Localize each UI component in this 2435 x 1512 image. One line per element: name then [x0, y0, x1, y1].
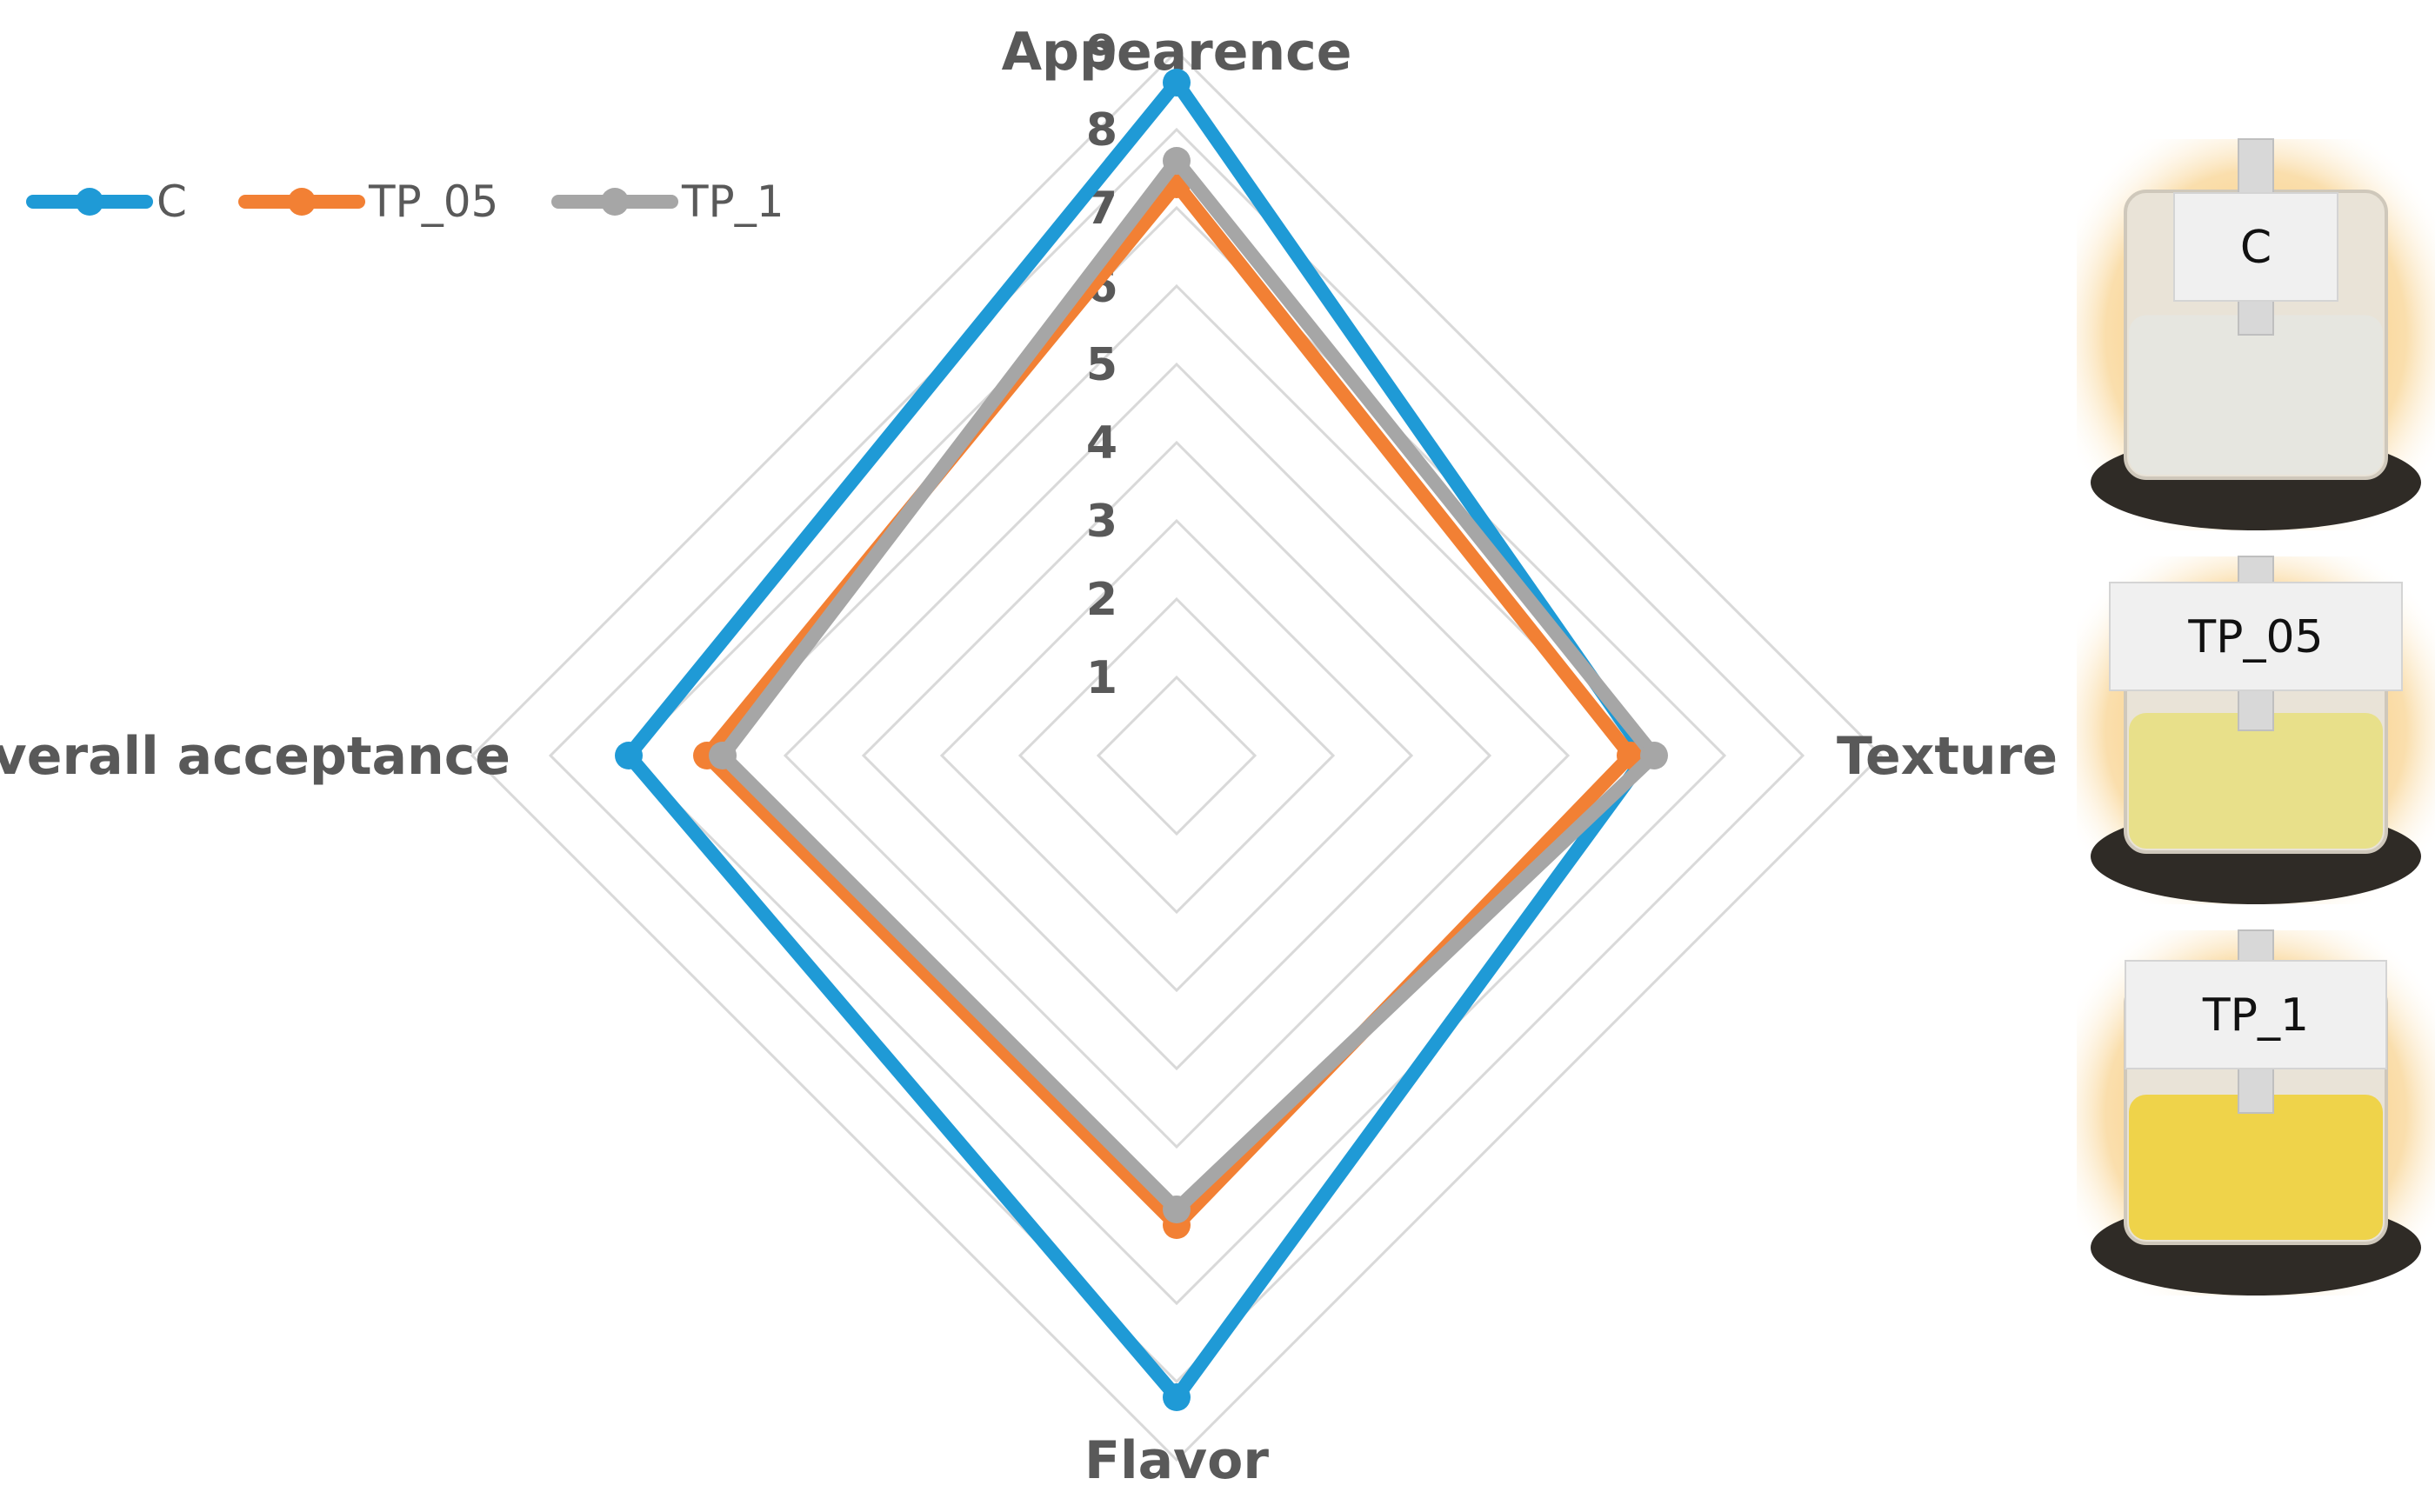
- sample-photo-C: C: [2077, 138, 2435, 530]
- tick-label: 8: [1086, 104, 1117, 157]
- grid-ring-6: [704, 283, 1649, 1228]
- photo-label-box: [2173, 192, 2338, 302]
- legend-marker-TP_1: [601, 188, 629, 216]
- grid-ring-9: [470, 49, 1884, 1462]
- photo-label-box: [2109, 582, 2403, 691]
- photo-label-box: [2125, 960, 2387, 1069]
- data-point-TP_1-1: [1640, 742, 1668, 769]
- tick-label: 3: [1086, 496, 1117, 548]
- beaker-liquid: [2129, 713, 2383, 849]
- grid-ring-3: [939, 518, 1414, 993]
- data-point-C-2: [1163, 1383, 1191, 1411]
- series-line-TP_1: [713, 150, 1664, 1220]
- tick-label: 9: [1086, 26, 1117, 78]
- data-point-C-3: [615, 742, 643, 769]
- data-point-TP_1-2: [1163, 1196, 1191, 1223]
- legend-label-TP_05: TP_05: [368, 177, 498, 227]
- data-point-TP_1-0: [1163, 147, 1191, 175]
- axis-label-1: Texture: [1837, 726, 2058, 787]
- data-point-TP_1-3: [709, 742, 737, 769]
- axis-label-3: Overall acceptance: [0, 726, 510, 787]
- legend-marker-C: [76, 188, 103, 216]
- legend-marker-TP_05: [288, 188, 316, 216]
- series-line-C: [619, 70, 1655, 1409]
- photo-label: C: [2240, 222, 2272, 274]
- tick-label: 5: [1086, 339, 1117, 391]
- grid-ring-1: [1096, 675, 1258, 836]
- radar-grid: [470, 49, 1884, 1462]
- tick-label: 4: [1086, 417, 1117, 470]
- series-line-TP_05: [697, 173, 1640, 1236]
- beaker-liquid: [2129, 315, 2383, 475]
- tick-label: 2: [1086, 574, 1117, 626]
- axis-label-2: Flavor: [1084, 1430, 1269, 1491]
- sample-photo-TP_1: TP_1: [2077, 929, 2435, 1296]
- photo-label: TP_1: [2202, 989, 2309, 1042]
- beaker-liquid: [2129, 1095, 2383, 1240]
- photo-label: TP_05: [2187, 611, 2323, 663]
- tick-label: 1: [1086, 652, 1117, 704]
- legend-label-C: C: [157, 177, 187, 227]
- grid-ring-7: [626, 205, 1727, 1306]
- sample-photo-TP_05: TP_05: [2077, 556, 2435, 904]
- legend: C TP_05 TP_1: [26, 177, 784, 227]
- grid-ring-2: [1017, 596, 1336, 915]
- legend-label-TP_1: TP_1: [681, 177, 784, 227]
- grid-ring-5: [783, 362, 1571, 1149]
- grid-ring-4: [861, 440, 1492, 1071]
- data-point-C-0: [1163, 69, 1191, 97]
- series-layer: [615, 69, 1668, 1411]
- grid-ring-8: [548, 127, 1805, 1384]
